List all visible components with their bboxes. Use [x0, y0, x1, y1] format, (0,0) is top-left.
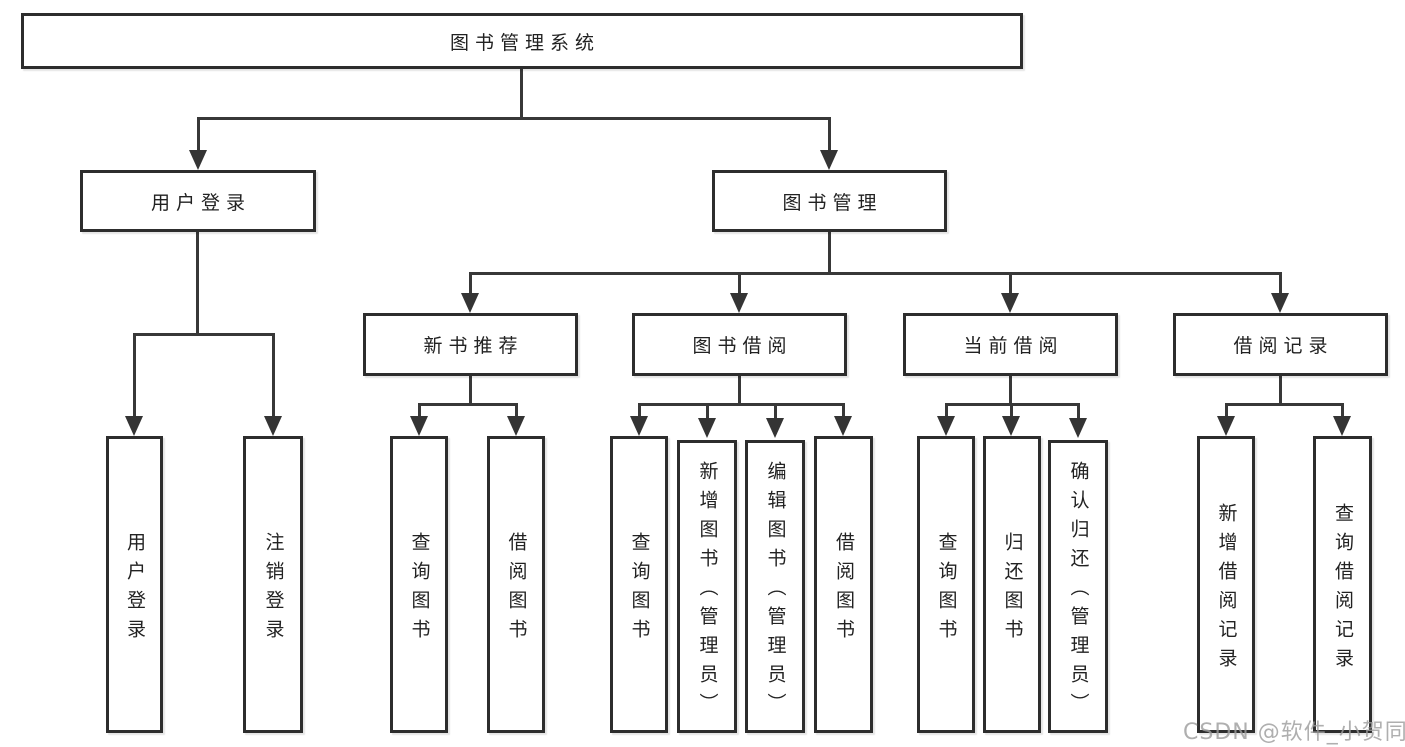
connector-root-branch	[197, 117, 831, 120]
leaf-query-books-current: 查询图书	[917, 436, 975, 733]
arrow-down-icon	[1002, 416, 1020, 436]
connector-drop	[1225, 403, 1228, 418]
node-new-book-recommend: 新书推荐	[363, 313, 578, 376]
arrow-down-icon	[937, 416, 955, 436]
connector-drop-current	[1009, 272, 1012, 296]
arrow-down-icon	[1001, 293, 1019, 313]
leaf-add-book-admin: 新增图书（管理员）	[677, 440, 737, 733]
arrow-down-icon	[1069, 418, 1087, 438]
arrow-down-icon	[410, 416, 428, 436]
arrow-down-icon	[461, 293, 479, 313]
leaf-query-books-borrowing: 查询图书	[610, 436, 668, 733]
leaf-borrow-books-recommend: 借阅图书	[487, 436, 545, 733]
arrow-down-icon	[630, 416, 648, 436]
connector-drop-leaf-logout	[272, 333, 275, 418]
connector-drop	[706, 403, 709, 418]
leaf-borrow-books: 借阅图书	[814, 436, 873, 733]
node-book-management-branch: 图书管理	[712, 170, 947, 232]
arrow-down-icon	[1217, 416, 1235, 436]
connector-drop	[515, 403, 518, 418]
arrow-down-icon	[834, 416, 852, 436]
connector-borrowing-branch	[638, 403, 844, 406]
arrow-down-icon	[1271, 293, 1289, 313]
node-book-borrowing: 图书借阅	[632, 313, 847, 376]
connector-drop	[945, 403, 948, 418]
connector-root-stem	[520, 69, 523, 120]
connector-current-stem	[1009, 376, 1012, 406]
connector-drop	[418, 403, 421, 418]
arrow-down-icon	[820, 150, 838, 170]
connector-records-branch	[1225, 403, 1342, 406]
connector-drop-user-login	[197, 117, 200, 153]
node-borrowing-records: 借阅记录	[1173, 313, 1388, 376]
connector-drop-new-book	[469, 272, 472, 296]
connector-records-stem	[1279, 376, 1282, 406]
leaf-logout: 注销登录	[243, 436, 303, 733]
leaf-query-borrow-record: 查询借阅记录	[1313, 436, 1372, 733]
connector-borrowing-stem	[738, 376, 741, 406]
leaf-confirm-return-admin: 确认归还（管理员）	[1048, 440, 1108, 733]
leaf-return-books: 归还图书	[983, 436, 1041, 733]
connector-book-mgmt-stem	[828, 232, 831, 275]
connector-book-mgmt-branch	[469, 272, 1282, 275]
arrow-down-icon	[766, 418, 784, 438]
connector-drop-borrowing	[738, 272, 741, 296]
arrow-down-icon	[507, 416, 525, 436]
connector-new-book-stem	[469, 376, 472, 406]
arrow-down-icon	[125, 416, 143, 436]
connector-drop	[842, 403, 845, 418]
leaf-add-borrow-record: 新增借阅记录	[1197, 436, 1255, 733]
connector-drop	[774, 403, 777, 418]
node-current-borrowing: 当前借阅	[903, 313, 1118, 376]
csdn-watermark: CSDN @软件_小贺同学	[1183, 720, 1405, 745]
arrow-down-icon	[730, 293, 748, 313]
connector-drop-book-mgmt	[828, 117, 831, 153]
connector-drop	[1341, 403, 1344, 418]
connector-drop	[1010, 403, 1013, 418]
node-user-login-branch: 用户登录	[80, 170, 316, 232]
connector-drop	[1077, 403, 1080, 418]
leaf-user-login: 用户登录	[106, 436, 163, 733]
connector-drop	[638, 403, 641, 418]
arrow-down-icon	[1333, 416, 1351, 436]
arrow-down-icon	[698, 418, 716, 438]
connector-drop-leaf-login	[133, 333, 136, 418]
arrow-down-icon	[189, 150, 207, 170]
connector-user-login-stem	[196, 232, 199, 336]
connector-new-book-branch	[418, 403, 518, 406]
leaf-query-books-recommend: 查询图书	[390, 436, 448, 733]
node-root-system: 图书管理系统	[21, 13, 1023, 69]
connector-user-login-branch	[133, 333, 275, 336]
leaf-edit-book-admin: 编辑图书（管理员）	[745, 440, 805, 733]
connector-drop-records	[1279, 272, 1282, 296]
arrow-down-icon	[264, 416, 282, 436]
